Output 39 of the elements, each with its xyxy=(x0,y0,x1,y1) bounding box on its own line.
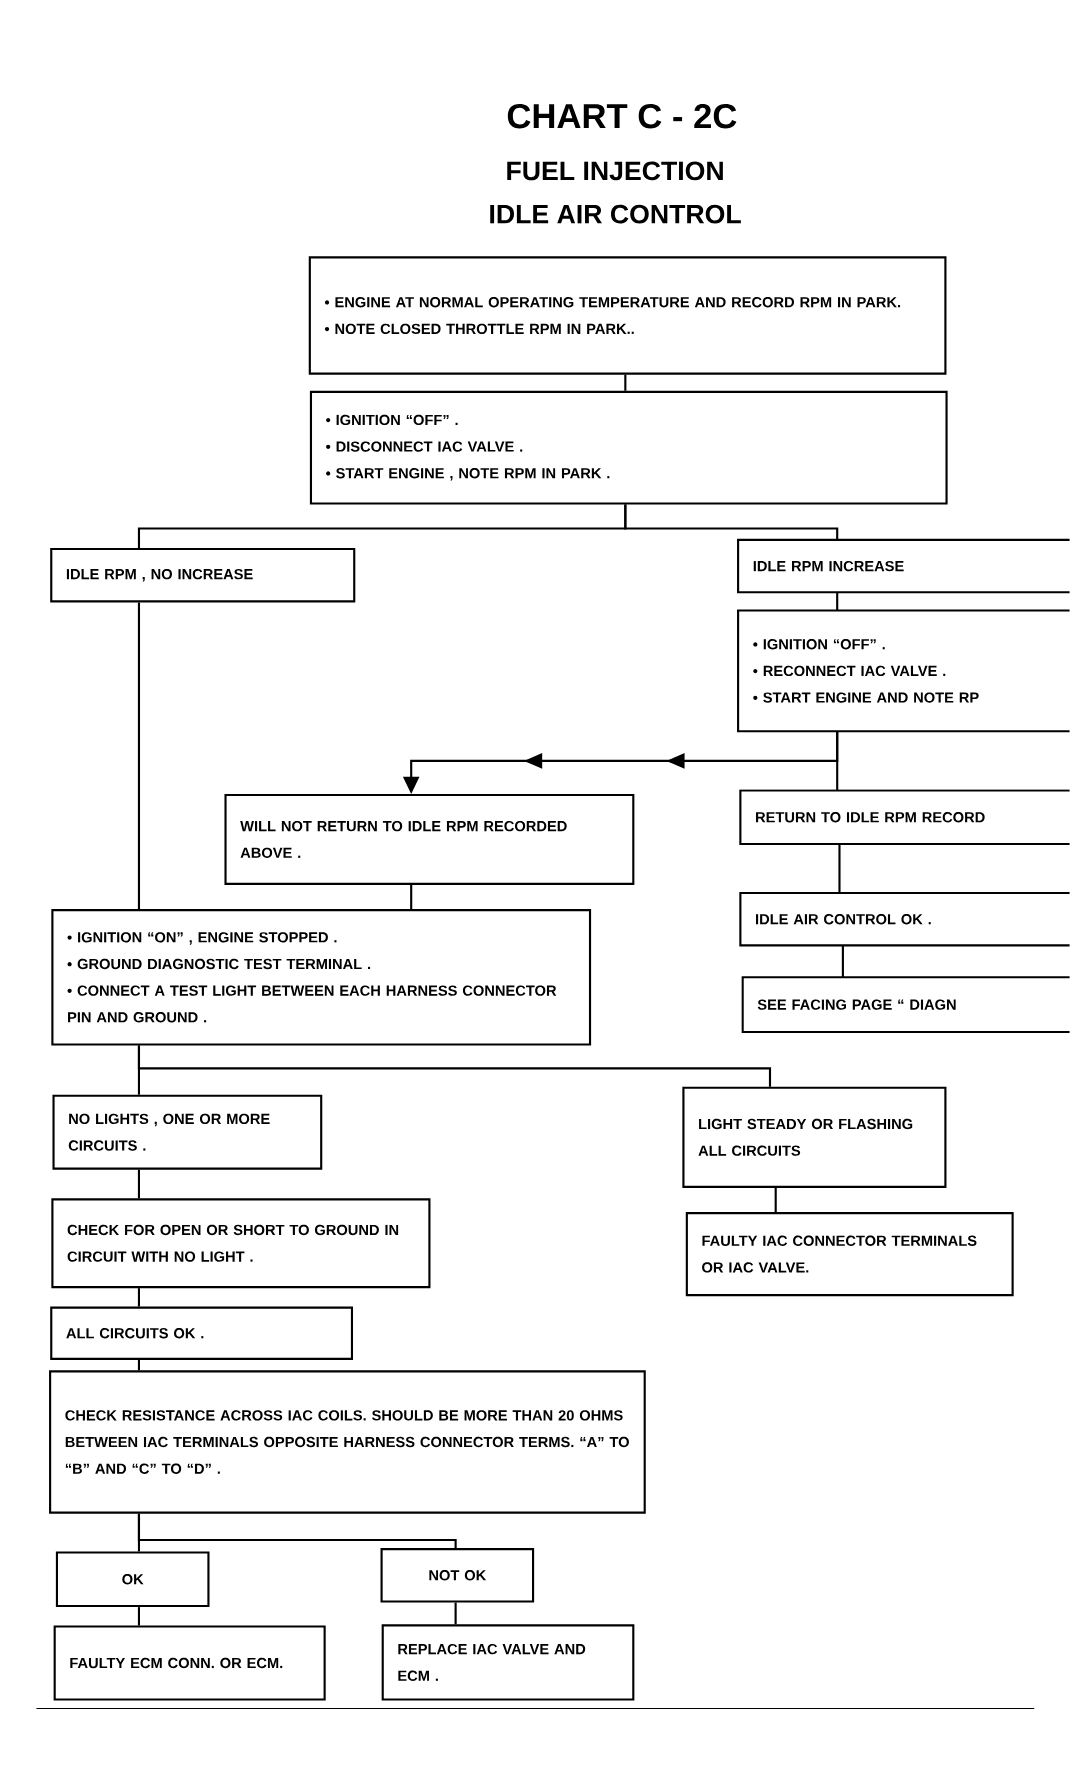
process-box: FAULTY IAC CONNECTOR TERMINALS OR IAC VALVE. xyxy=(685,1212,1014,1297)
connector-line xyxy=(138,1045,772,1087)
process-box: SEE FACING PAGE “ DIAGN xyxy=(741,976,1070,1034)
chart-subtitle: IDLE AIR CONTROL xyxy=(490,204,741,224)
chart-subtitle: FUEL INJECTION xyxy=(507,161,723,181)
process-box: REPLACE IAC VALVE AND ECM . xyxy=(381,1624,635,1701)
chart-title: CHART C - 2C xyxy=(508,103,737,129)
process-box: CHECK RESISTANCE ACROSS IAC COILS. SHOULD BE MORE THAN 20 OHMS BETWEEN IAC TERMINALS OPPOSITE HARNESS CONNECTOR TERMS. “A” TO “B” AND “C” TO “D” . xyxy=(49,1370,646,1514)
process-box: OK xyxy=(56,1551,210,1608)
process-box: IDLE RPM , NO INCREASE xyxy=(50,547,356,603)
process-box: • IGNITION “OFF” . • DISCONNECT IAC VALVE . • START ENGINE , NOTE RPM IN PARK . xyxy=(310,390,948,505)
process-box: CHECK FOR OPEN OR SHORT TO GROUND IN CIRCUIT WITH NO LIGHT . xyxy=(51,1198,431,1289)
connector-line xyxy=(138,1513,457,1549)
connector-line xyxy=(624,504,839,540)
connector-line xyxy=(138,1288,141,1307)
connector-line xyxy=(454,1602,457,1625)
connector-line xyxy=(842,945,845,978)
process-box: ALL CIRCUITS OK . xyxy=(50,1306,354,1360)
connector-line xyxy=(138,1359,141,1371)
process-box: NOT OK xyxy=(380,1548,535,1603)
process-box: • ENGINE AT NORMAL OPERATING TEMPERATURE AND RECORD RPM IN PARK. • NOTE CLOSED THROTTLE RPM IN PARK.. xyxy=(308,256,947,375)
process-box: NO LIGHTS , ONE OR MORE CIRCUITS . xyxy=(52,1094,323,1170)
process-box: IDLE RPM INCREASE xyxy=(737,538,1070,594)
process-box: RETURN TO IDLE RPM RECORD xyxy=(739,789,1070,846)
connector-line xyxy=(774,1187,777,1212)
process-box: • IGNITION “ON” , ENGINE STOPPED . • GROUND DIAGNOSTIC TEST TERMINAL . • CONNECT A TEST LIGHT BETWEEN EACH HARNESS CONNECTOR PIN AND GROUND . xyxy=(51,909,592,1046)
connector-line xyxy=(410,884,413,910)
process-box: FAULTY ECM CONN. OR ECM. xyxy=(53,1625,326,1701)
connector-line xyxy=(624,374,627,391)
process-box: LIGHT STEADY OR FLASHING ALL CIRCUITS xyxy=(682,1086,947,1188)
process-box: WILL NOT RETURN TO IDLE RPM RECORDED ABOVE . xyxy=(224,794,635,885)
connector-line xyxy=(838,844,841,893)
connector-line xyxy=(138,1607,141,1626)
connector-line xyxy=(138,602,141,910)
process-box: IDLE AIR CONTROL OK . xyxy=(739,891,1070,947)
connector-line xyxy=(836,592,839,611)
process-box: • IGNITION “OFF” . • RECONNECT IAC VALVE . • START ENGINE AND NOTE RP xyxy=(737,609,1070,733)
connector-line xyxy=(138,1169,141,1199)
connector-line xyxy=(836,731,839,791)
